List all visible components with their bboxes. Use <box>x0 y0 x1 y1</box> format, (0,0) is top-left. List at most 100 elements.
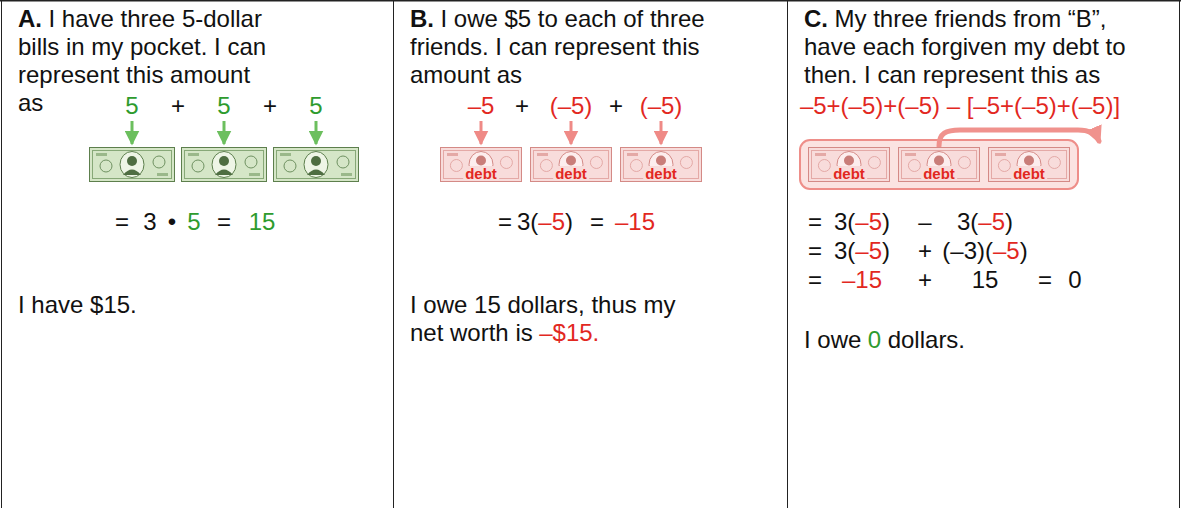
equation-group: 5 <box>125 92 138 120</box>
debt-label: debt <box>921 166 957 181</box>
bill-art <box>630 160 642 172</box>
equation-term: 3( <box>834 237 855 265</box>
bill-art <box>476 156 486 166</box>
pointer-arrow <box>660 121 663 144</box>
cell-letter: B. <box>410 5 434 32</box>
cell-text: My three friends from “B”, have each for… <box>804 5 1126 88</box>
debt-bill: debt <box>808 147 890 182</box>
equation-group: = <box>808 237 822 265</box>
bill-art <box>447 153 458 156</box>
equation-group: 5 <box>309 92 322 120</box>
cell-text: I owe $5 to each of three friends. I can… <box>410 5 705 88</box>
bill-art <box>998 160 1010 172</box>
debt-bill: debt <box>620 147 702 182</box>
bill-art <box>621 148 702 182</box>
bill-art <box>680 157 692 169</box>
bill-art <box>1024 156 1034 166</box>
cell-text: 0 <box>868 326 881 353</box>
equation-group: 3(–5) <box>957 208 1013 236</box>
bill-art <box>627 153 638 156</box>
bill-art <box>1048 157 1060 169</box>
dollar-bill <box>90 148 175 182</box>
equation-group: 3(–5) <box>517 208 573 236</box>
cell-text: dollars. <box>888 326 965 353</box>
bill-art <box>868 157 880 169</box>
equation-group: 15 <box>972 266 999 294</box>
bill-art <box>995 153 1006 156</box>
curved-arrow <box>939 130 1099 146</box>
equation-group: (–5) <box>640 92 683 120</box>
equation-group: –15 <box>615 208 655 236</box>
equation-term: = <box>1038 266 1052 294</box>
equation-group: 3(–5) <box>834 237 890 265</box>
cell-letter: A. <box>18 5 42 32</box>
bill-art <box>441 148 522 182</box>
equation-term: = <box>808 237 822 265</box>
bill-art <box>590 157 602 169</box>
dollar-bill <box>274 148 359 182</box>
equation-term: 15 <box>972 266 999 294</box>
paragraph: I owe0dollars. <box>804 326 1154 354</box>
equation-term: + <box>171 92 185 120</box>
equation-term: –15 <box>615 208 655 236</box>
equation-term: – <box>918 208 931 236</box>
equation-term: = <box>217 208 231 236</box>
equation-group: 0 <box>1068 266 1081 294</box>
equation-term: 0 <box>1068 266 1081 294</box>
equation-group: 15 <box>249 208 276 236</box>
bill-art <box>908 160 920 172</box>
bill-art <box>809 148 890 182</box>
equation-group: –5+(–5)+(–5) – [–5+(–5)+(–5)] <box>800 92 1120 120</box>
equation-group: + <box>609 92 623 120</box>
equation-term: + <box>515 92 529 120</box>
bill-art <box>531 148 612 182</box>
equation-group: = <box>590 208 604 236</box>
equation-term: + <box>918 266 932 294</box>
equation-term: –5 <box>855 208 882 236</box>
debt-bill: debt <box>898 147 980 182</box>
equation-group: + <box>918 237 932 265</box>
equation-group: 5 <box>187 208 200 236</box>
equation-term: 3( <box>834 208 855 236</box>
equation-term: = <box>808 266 822 294</box>
debt-label: debt <box>463 166 499 181</box>
debt-label: debt <box>1011 166 1047 181</box>
equation-term: –5 <box>978 208 1005 236</box>
equation-term: (–5) <box>550 92 593 120</box>
cell-text: I have $15. <box>18 291 137 318</box>
equation-term: 3( <box>957 208 978 236</box>
pointer-arrow <box>315 121 318 144</box>
equation-term: + <box>263 92 277 120</box>
equation-term: 5 <box>309 92 322 120</box>
pointer-arrow <box>223 121 226 144</box>
table-cell: B.I owe $5 to each of three friends. I c… <box>393 0 787 508</box>
bill-art <box>905 153 916 156</box>
equation-term: = <box>808 208 822 236</box>
cell-text: –$15. <box>539 319 599 346</box>
bill-art <box>656 156 666 166</box>
dollar-bill <box>182 148 267 182</box>
debt-bill: debt <box>530 147 612 182</box>
equation-term: –5 <box>538 208 565 236</box>
equation-group: = <box>1038 266 1052 294</box>
equation-term: (–5) <box>640 92 683 120</box>
equation-term: –5 <box>468 92 495 120</box>
equation-term: ) <box>1005 208 1013 236</box>
equation-term: –5 <box>855 237 882 265</box>
equation-term: 15 <box>249 208 276 236</box>
equation-term: 5 <box>187 208 200 236</box>
bill-art <box>566 156 576 166</box>
bill-art <box>815 153 826 156</box>
equation-term: 3( <box>517 208 538 236</box>
equation-group: –15 <box>842 266 882 294</box>
equation-term: + <box>918 237 932 265</box>
paragraph: C.My three friends from “B”, have each f… <box>804 5 1134 89</box>
equation-term: ) <box>882 237 890 265</box>
pointer-arrow <box>480 121 483 144</box>
bill-art <box>450 160 462 172</box>
pointer-arrow <box>131 121 134 144</box>
equation-group: = <box>808 208 822 236</box>
equation-term: • <box>168 208 176 236</box>
bill-art <box>989 148 1070 182</box>
